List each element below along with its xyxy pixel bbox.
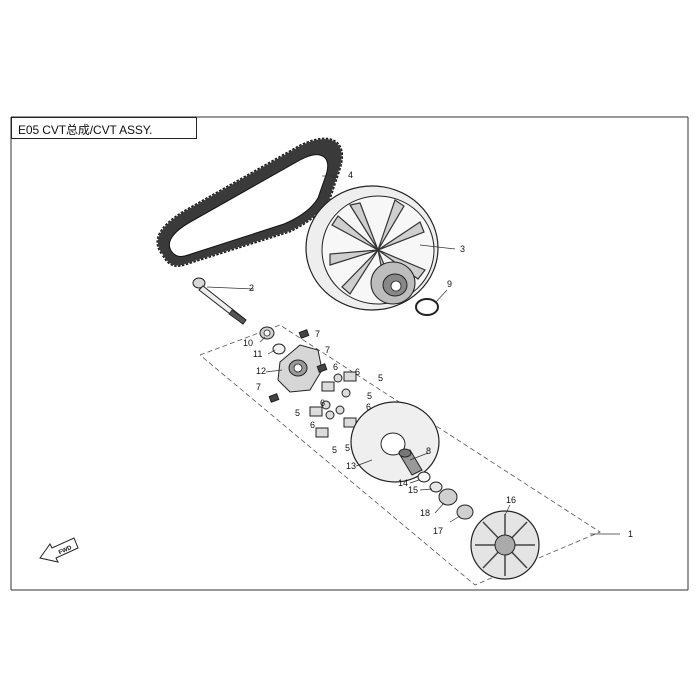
bushing xyxy=(398,448,423,476)
callout-12: 12 xyxy=(256,366,266,376)
bolt xyxy=(192,277,247,325)
button-slider xyxy=(268,393,280,403)
callout-10: 10 xyxy=(243,338,253,348)
callout-1: 1 xyxy=(628,529,633,539)
callout-8: 8 xyxy=(426,446,431,456)
callout-15: 15 xyxy=(408,485,418,495)
spider xyxy=(277,344,323,393)
callout-13: 13 xyxy=(346,461,356,471)
callout-2: 2 xyxy=(249,283,254,293)
callout-9: 9 xyxy=(447,279,452,289)
callout-6e: 6 xyxy=(310,420,315,430)
callout-5b: 5 xyxy=(367,391,372,401)
roller-weights xyxy=(309,371,357,438)
diagram-title: E05 CVT总成/CVT ASSY. xyxy=(18,123,153,137)
nut xyxy=(259,326,275,340)
callout-5c: 5 xyxy=(295,408,300,418)
callout-5d: 5 xyxy=(345,443,350,453)
callout-16: 16 xyxy=(506,495,516,505)
washer xyxy=(272,343,286,355)
callout-18: 18 xyxy=(420,508,430,518)
bearing-2 xyxy=(456,504,474,520)
forward-arrow-icon: FWD xyxy=(39,537,79,563)
driven-clutch xyxy=(305,185,439,311)
callout-5e: 5 xyxy=(332,445,337,455)
callout-14: 14 xyxy=(398,478,408,488)
drive-clutch-group-outline xyxy=(199,324,601,586)
button-slider xyxy=(316,363,328,373)
button-slider xyxy=(298,329,310,339)
callout-7a: 7 xyxy=(315,329,320,339)
callout-6d: 6 xyxy=(366,402,371,412)
o-ring xyxy=(415,298,439,316)
callout-6a: 6 xyxy=(333,362,338,372)
drive-belt xyxy=(156,137,344,268)
fwd-label: FWD xyxy=(58,545,74,556)
bearing xyxy=(438,488,458,506)
callout-4: 4 xyxy=(348,170,353,180)
callout-6b: 6 xyxy=(355,367,360,377)
washer-2 xyxy=(429,481,443,493)
callout-7b: 7 xyxy=(325,345,330,355)
callout-5a: 5 xyxy=(378,373,383,383)
fixed-sheave xyxy=(470,510,540,580)
callout-3: 3 xyxy=(460,244,465,254)
callout-6c: 6 xyxy=(320,398,325,408)
spacer xyxy=(417,471,431,483)
moveable-sheave xyxy=(350,401,440,483)
callout-7c: 7 xyxy=(256,382,261,392)
callout-11: 11 xyxy=(253,349,262,359)
callout-labels: 1 2 3 4 5 5 5 5 5 6 6 6 6 6 7 7 7 8 9 10… xyxy=(243,170,633,539)
leader-lines xyxy=(206,175,620,535)
callout-17: 17 xyxy=(433,526,443,536)
title-box: E05 CVT总成/CVT ASSY. xyxy=(11,117,197,139)
